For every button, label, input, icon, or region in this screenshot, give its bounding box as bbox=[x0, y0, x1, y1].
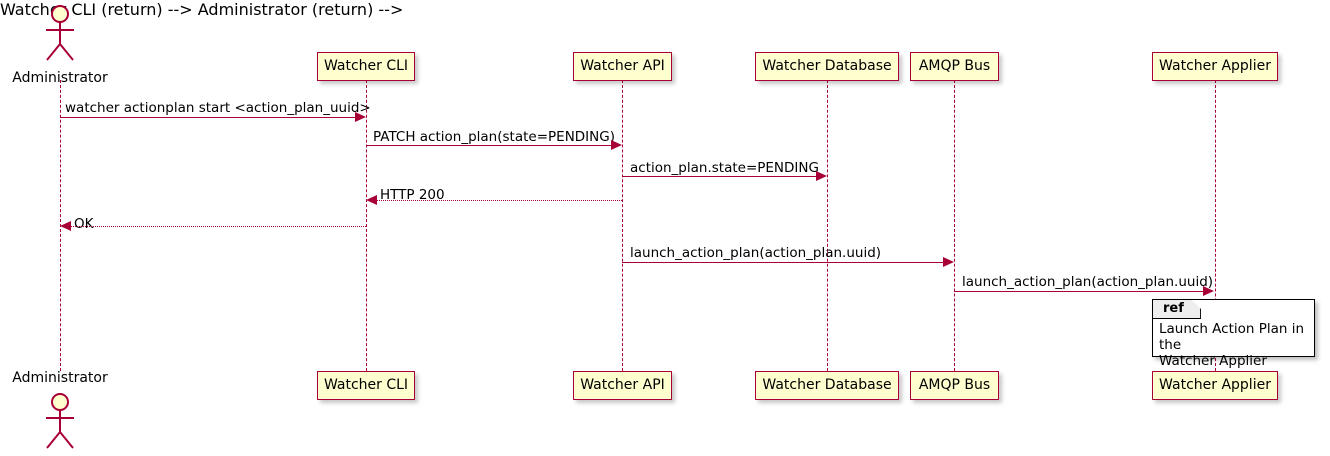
message-label-launch-action-plan-api: launch_action_plan(action_plan.uuid) bbox=[630, 245, 882, 261]
participant-label-watcher-applier-top: Watcher Applier bbox=[1159, 58, 1271, 74]
participant-box-watcher-applier-bottom[interactable]: Watcher Applier bbox=[1152, 371, 1278, 400]
message-line-watcher-actionplan-start bbox=[60, 117, 356, 118]
message-label-ok: OK bbox=[74, 216, 94, 232]
message-line-action-plan-state-pending bbox=[622, 176, 817, 177]
arrowhead-right-icon bbox=[1203, 286, 1214, 296]
participant-box-watcher-api-top[interactable]: Watcher API bbox=[573, 52, 672, 81]
actor-figure-administrator-bottom bbox=[38, 392, 82, 456]
actor-label-administrator-top: Administrator bbox=[12, 70, 108, 86]
lifeline-watcher-database bbox=[827, 80, 828, 371]
participant-label-watcher-database-top: Watcher Database bbox=[762, 58, 892, 74]
participant-box-amqp-bus-top[interactable]: AMQP Bus bbox=[910, 52, 999, 81]
participant-box-watcher-cli-top[interactable]: Watcher CLI bbox=[317, 52, 415, 81]
message-line-launch-action-plan-api bbox=[622, 262, 944, 263]
actor-figure-administrator-top bbox=[38, 4, 82, 68]
participant-box-watcher-database-top[interactable]: Watcher Database bbox=[755, 52, 899, 81]
message-label-launch-action-plan-amqp: launch_action_plan(action_plan.uuid) bbox=[962, 274, 1214, 290]
participant-label-watcher-cli-top: Watcher CLI bbox=[323, 58, 409, 74]
message-line-ok bbox=[71, 226, 366, 227]
arrowhead-left-icon bbox=[366, 195, 377, 205]
message-label-watcher-actionplan-start: watcher actionplan start <action_plan_uu… bbox=[65, 100, 371, 116]
message-line-patch-action-plan bbox=[366, 145, 612, 146]
participant-label-watcher-api-bottom: Watcher API bbox=[580, 377, 665, 393]
stick-figure-icon bbox=[46, 393, 74, 449]
participant-label-amqp-bus-bottom: AMQP Bus bbox=[918, 377, 991, 393]
participant-label-watcher-database-bottom: Watcher Database bbox=[762, 377, 892, 393]
participant-box-watcher-cli-bottom[interactable]: Watcher CLI bbox=[317, 371, 415, 400]
participant-box-amqp-bus-bottom[interactable]: AMQP Bus bbox=[910, 371, 999, 400]
message-line-http-200 bbox=[377, 200, 622, 201]
message-label-patch-action-plan: PATCH action_plan(state=PENDING) bbox=[373, 129, 615, 145]
message-label-action-plan-state-pending: action_plan.state=PENDING bbox=[630, 160, 819, 176]
ref-fragment-body-text: Launch Action Plan in the Watcher Applie… bbox=[1159, 321, 1305, 369]
lifeline-watcher-applier bbox=[1215, 80, 1216, 371]
participant-box-watcher-api-bottom[interactable]: Watcher API bbox=[573, 371, 672, 400]
participant-label-watcher-applier-bottom: Watcher Applier bbox=[1159, 377, 1271, 393]
ref-fragment-box[interactable]: ref Launch Action Plan in the Watcher Ap… bbox=[1152, 299, 1315, 369]
arrowhead-left-icon bbox=[60, 221, 71, 231]
participant-label-amqp-bus-top: AMQP Bus bbox=[918, 58, 991, 74]
arrowhead-right-icon bbox=[816, 171, 827, 181]
stick-figure-icon bbox=[46, 5, 74, 61]
arrowhead-right-icon bbox=[943, 257, 954, 267]
lifeline-watcher-api bbox=[622, 80, 623, 371]
participant-label-watcher-api-top: Watcher API bbox=[580, 58, 665, 74]
message-label-http-200: HTTP 200 bbox=[380, 187, 445, 203]
arrowhead-right-icon bbox=[611, 140, 622, 150]
participant-label-watcher-cli-bottom: Watcher CLI bbox=[323, 377, 409, 393]
participant-box-watcher-applier-top[interactable]: Watcher Applier bbox=[1152, 52, 1278, 81]
lifeline-amqp-bus bbox=[954, 80, 955, 371]
message-line-launch-action-plan-amqp bbox=[954, 291, 1204, 292]
ref-fragment-tab-label: ref bbox=[1153, 300, 1201, 319]
actor-label-administrator-bottom: Administrator bbox=[12, 370, 108, 386]
arrowhead-right-icon bbox=[355, 112, 366, 122]
participant-box-watcher-database-bottom[interactable]: Watcher Database bbox=[755, 371, 899, 400]
lifeline-watcher-cli bbox=[366, 80, 367, 371]
